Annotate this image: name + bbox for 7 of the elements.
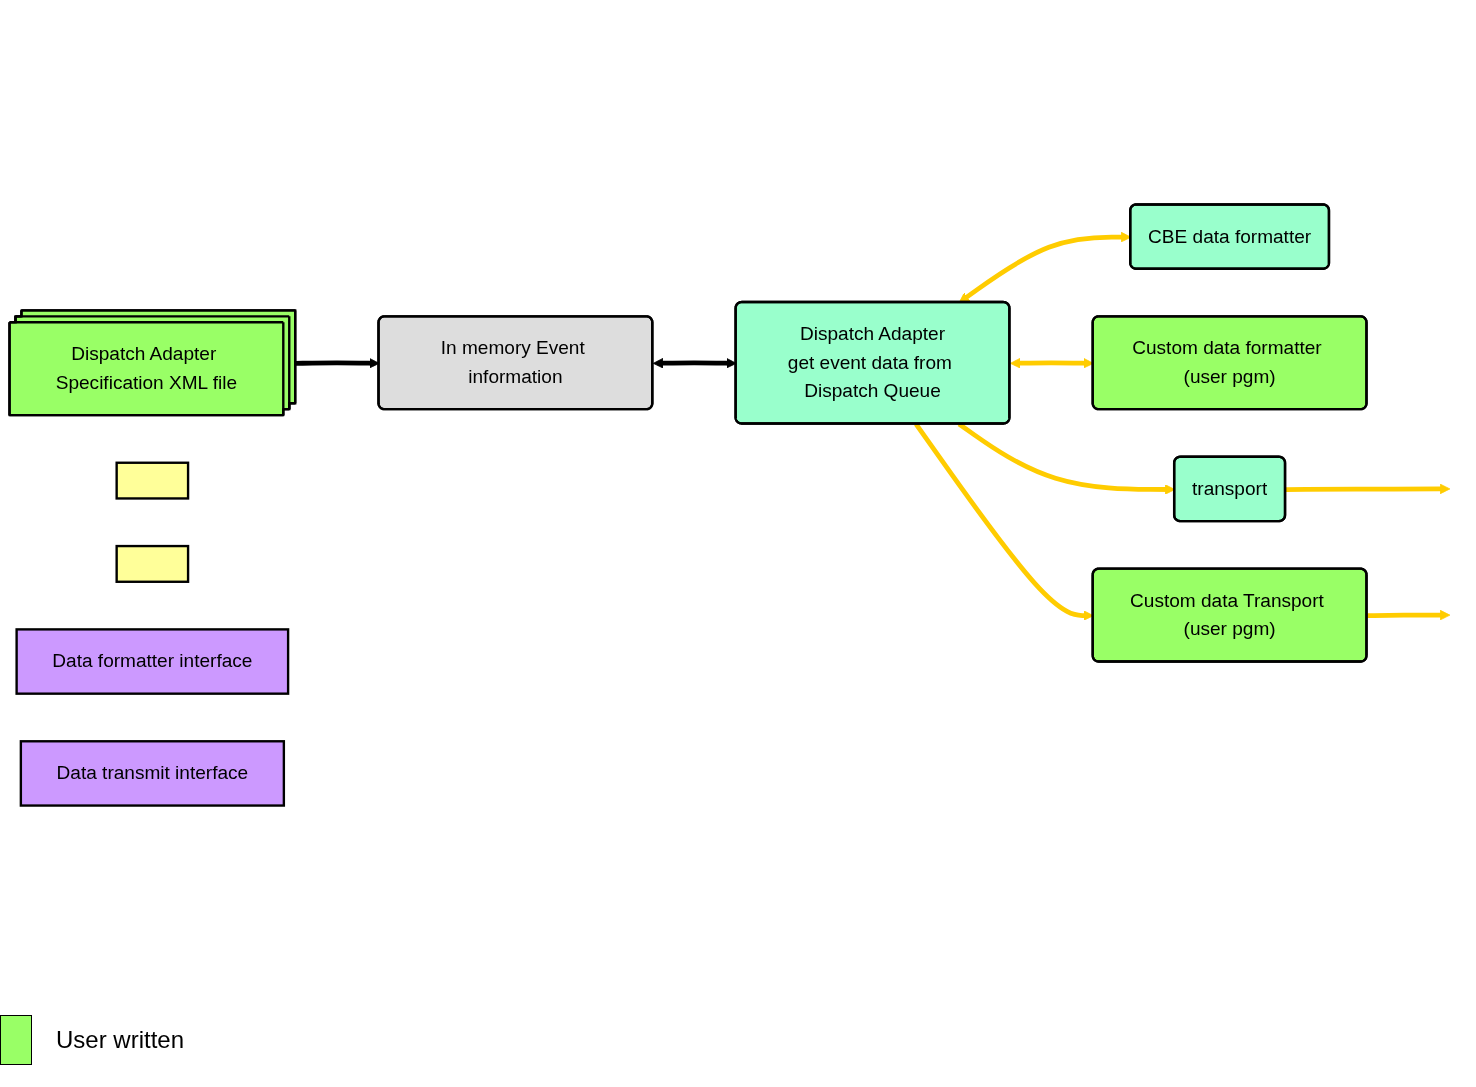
legend-label: User written	[56, 1026, 185, 1054]
node-box: Data transmit interface	[19, 740, 286, 807]
arrow	[1367, 609, 1451, 621]
node-box: Data formatter interface	[15, 628, 290, 695]
arrow	[1285, 483, 1451, 495]
node-box	[115, 544, 190, 583]
node-box	[115, 461, 190, 500]
